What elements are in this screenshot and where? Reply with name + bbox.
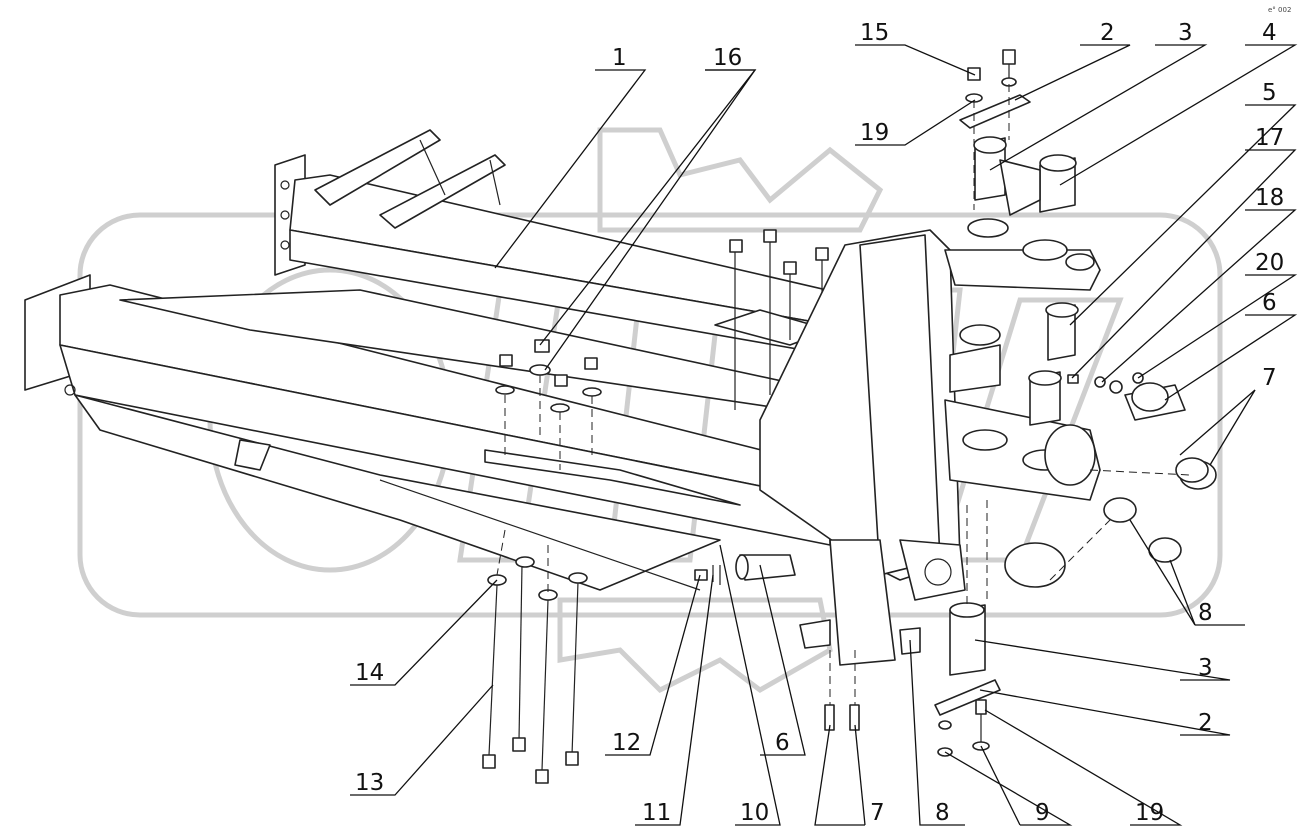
corner-mark: e° 002 bbox=[1268, 6, 1291, 14]
callout-14: 14 bbox=[355, 660, 384, 686]
callout-2: 2 bbox=[1100, 20, 1115, 46]
nuts-washers-cluster bbox=[495, 339, 602, 470]
callout-13: 13 bbox=[355, 770, 384, 796]
bottom-exploded-parts bbox=[482, 500, 1001, 784]
callout-5: 5 bbox=[1262, 80, 1277, 106]
frame-lower-beam bbox=[24, 274, 871, 591]
top-exploded-parts bbox=[959, 49, 1079, 426]
callout-20: 20 bbox=[1255, 250, 1284, 276]
right-exploded-parts bbox=[1049, 372, 1217, 581]
callout-11: 11 bbox=[642, 800, 671, 826]
callout-4: 4 bbox=[1262, 20, 1277, 46]
callout-8b: 8 bbox=[935, 800, 950, 826]
leader-lines bbox=[350, 44, 1298, 826]
callout-7: 7 bbox=[1262, 365, 1277, 391]
callout-7b: 7 bbox=[870, 800, 885, 826]
callout-labels: 1 16 15 2 3 4 19 5 17 18 20 6 7 8 3 2 14… bbox=[355, 20, 1284, 826]
callout-6b: 6 bbox=[775, 730, 790, 756]
callout-17: 17 bbox=[1255, 125, 1284, 151]
callout-16: 16 bbox=[713, 45, 742, 71]
callout-8: 8 bbox=[1198, 600, 1213, 626]
callout-15: 15 bbox=[860, 20, 889, 46]
callout-19b: 19 bbox=[1135, 800, 1164, 826]
callout-2b: 2 bbox=[1198, 710, 1213, 736]
callout-12: 12 bbox=[612, 730, 641, 756]
callout-1: 1 bbox=[612, 45, 627, 71]
pivot-bracket bbox=[759, 229, 1101, 601]
callout-3b: 3 bbox=[1198, 655, 1213, 681]
callout-19: 19 bbox=[860, 120, 889, 146]
callout-18: 18 bbox=[1255, 185, 1284, 211]
frame-upper-beam bbox=[274, 129, 871, 361]
callout-9: 9 bbox=[1035, 800, 1050, 826]
callout-3: 3 bbox=[1178, 20, 1193, 46]
callout-10: 10 bbox=[740, 800, 769, 826]
callout-6: 6 bbox=[1262, 290, 1277, 316]
